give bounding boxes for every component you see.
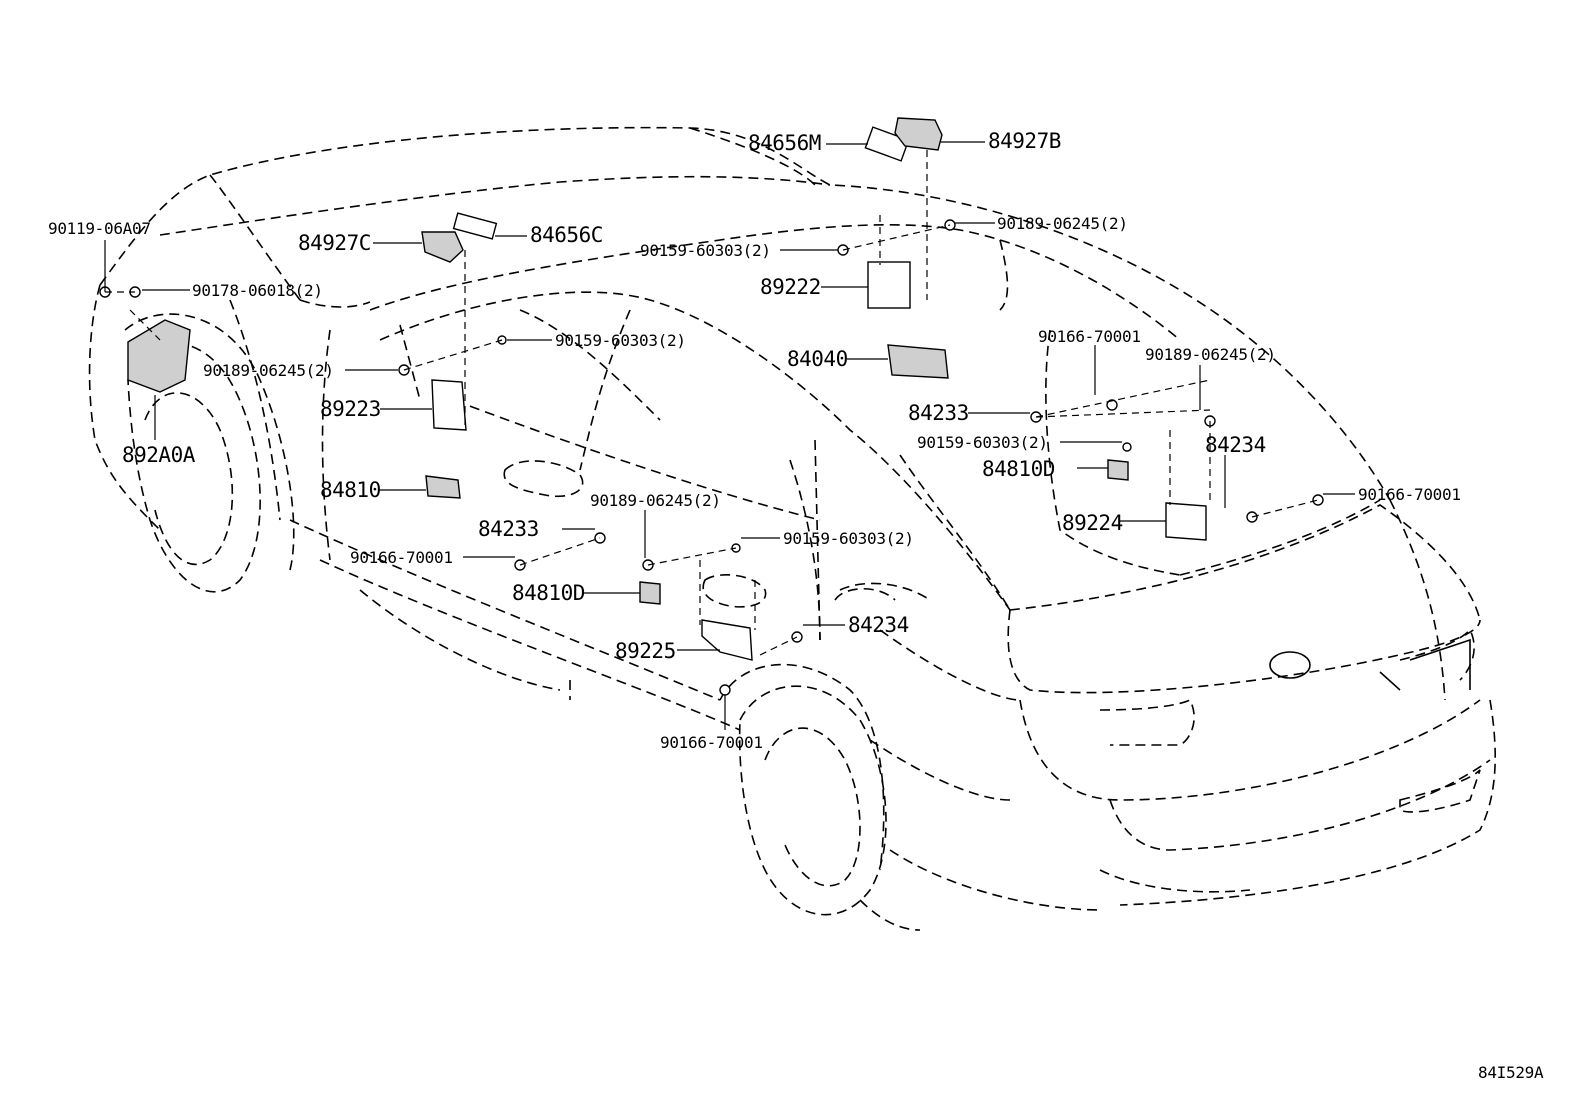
callout-90159-60303-center: 90159-60303(2) bbox=[783, 529, 914, 548]
callout-90189-06245-right: 90189-06245(2) bbox=[1145, 345, 1276, 364]
callout-90189-06245-center: 90189-06245(2) bbox=[590, 491, 721, 510]
callout-84810: 84810 bbox=[320, 478, 381, 502]
callout-90178-06018: 90178-06018(2) bbox=[192, 281, 323, 300]
part-84656M-switch bbox=[864, 126, 910, 162]
bolt-90166-70001-right-top bbox=[1106, 399, 1118, 411]
part-84927C-bezel bbox=[421, 231, 464, 263]
callout-84233-left: 84233 bbox=[478, 517, 539, 541]
screw-90159-60303-right bbox=[1122, 442, 1132, 452]
callout-84040: 84040 bbox=[787, 347, 848, 371]
part-84927B-bezel bbox=[894, 117, 943, 151]
part-892A0A-unit bbox=[127, 319, 191, 393]
callout-labels: 84656M 84927B 90119-06A07 84927C 84656C … bbox=[48, 129, 1461, 752]
diagram-id: 84I529A bbox=[1478, 1063, 1544, 1082]
callout-84656M: 84656M bbox=[748, 131, 821, 155]
callout-89225: 89225 bbox=[615, 639, 676, 663]
callout-84656C: 84656C bbox=[530, 223, 603, 247]
callout-90159-60303-mid: 90159-60303(2) bbox=[555, 331, 686, 350]
callout-89223: 89223 bbox=[320, 397, 381, 421]
callout-892A0A: 892A0A bbox=[122, 443, 196, 467]
assembly-lines bbox=[105, 150, 1319, 656]
bolt-90166-70001-bottom bbox=[719, 684, 731, 696]
callout-90189-06245-left: 90189-06245(2) bbox=[203, 361, 334, 380]
leader-lines bbox=[104, 141, 1355, 730]
callout-90159-60303-top: 90159-60303(2) bbox=[640, 241, 771, 260]
callout-84927B: 84927B bbox=[988, 129, 1061, 153]
callout-84810D-left: 84810D bbox=[512, 581, 585, 605]
callout-90166-70001-left: 90166-70001 bbox=[350, 548, 453, 567]
callout-90119-06A07: 90119-06A07 bbox=[48, 219, 151, 238]
part-84810-switch bbox=[425, 475, 461, 499]
callout-90189-06245-top: 90189-06245(2) bbox=[997, 214, 1128, 233]
callout-90166-70001-bottom: 90166-70001 bbox=[660, 733, 763, 752]
callout-89224: 89224 bbox=[1062, 511, 1123, 535]
part-89223-ecu bbox=[431, 379, 467, 431]
parts bbox=[99, 117, 1324, 696]
part-89225-ecu bbox=[701, 619, 753, 661]
callout-84927C: 84927C bbox=[298, 231, 371, 255]
callout-84233-right: 84233 bbox=[908, 401, 969, 425]
callout-84810D-right: 84810D bbox=[982, 457, 1055, 481]
part-89222-ecu bbox=[867, 261, 911, 309]
part-84810D-right-switch bbox=[1107, 459, 1129, 481]
part-84040-switch-assy bbox=[887, 344, 949, 379]
part-89224-ecu bbox=[1165, 502, 1207, 541]
car-outline bbox=[88, 126, 1496, 931]
bolt-90166-70001-far-right bbox=[1312, 494, 1324, 506]
callout-84234-center: 84234 bbox=[848, 613, 909, 637]
callout-90166-70001-far-right: 90166-70001 bbox=[1358, 485, 1461, 504]
part-84656C-switch bbox=[452, 212, 498, 240]
callout-89222: 89222 bbox=[760, 275, 821, 299]
part-84810D-left-switch bbox=[639, 581, 661, 605]
callout-90159-60303-right: 90159-60303(2) bbox=[917, 433, 1048, 452]
callout-84234-right: 84234 bbox=[1205, 433, 1266, 457]
callout-90166-70001-right-top: 90166-70001 bbox=[1038, 327, 1141, 346]
